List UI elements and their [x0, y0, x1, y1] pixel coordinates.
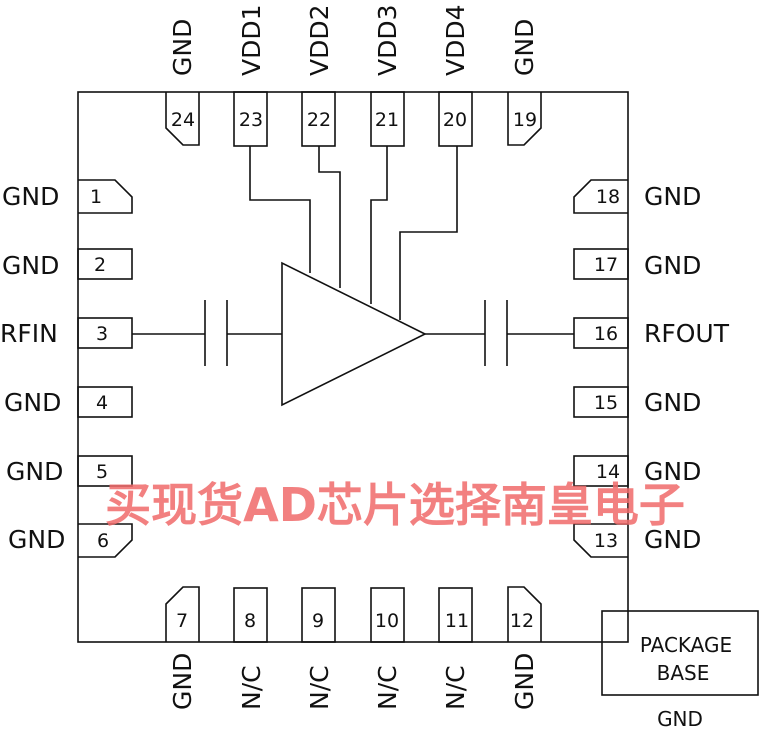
- pin-label-19: GND: [510, 19, 539, 76]
- pin-pad-24: [165, 92, 200, 146]
- pin-label-1: GND: [2, 182, 59, 211]
- pin-label-21: VDD3: [373, 4, 402, 76]
- pin-label-23: VDD1: [237, 4, 266, 76]
- watermark-text: 买现货AD芯片选择南皇电子: [105, 478, 685, 532]
- amplifier-schematic: [132, 146, 574, 407]
- package-base-label: GND: [657, 707, 703, 730]
- pin-number-18: 18: [596, 186, 620, 208]
- pin-pad-1: [78, 179, 133, 214]
- pin-pad-6: [78, 523, 133, 558]
- pin-number-22: 22: [307, 109, 331, 131]
- pin-label-20: VDD4: [441, 4, 470, 76]
- pin-label-18: GND: [644, 182, 701, 211]
- pin-label-5: GND: [6, 457, 63, 486]
- pin-number-12: 12: [510, 610, 534, 632]
- pin-pad-17: [573, 248, 629, 280]
- pin-pad-18: [573, 179, 628, 214]
- package-base-box: [601, 610, 759, 696]
- vdd4-trace: [399, 146, 458, 320]
- pin-number-21: 21: [375, 109, 399, 131]
- package-base-line1: PACKAGE: [640, 633, 732, 657]
- pin-number-17: 17: [594, 254, 618, 276]
- pin-pad-16: [573, 317, 629, 349]
- pin-label-9: N/C: [305, 665, 334, 710]
- pin-number-2: 2: [94, 254, 106, 276]
- pin-number-23: 23: [239, 109, 263, 131]
- pin-pad-12: [507, 586, 542, 642]
- pin-label-7: GND: [168, 653, 197, 710]
- pin-label-8: N/C: [237, 665, 266, 710]
- pin-label-22: VDD2: [305, 4, 334, 76]
- pin-pad-7: [165, 586, 200, 642]
- pin-label-4: GND: [4, 388, 61, 417]
- pin-pad-2: [77, 248, 133, 280]
- vdd1-trace: [249, 146, 311, 273]
- pin-label-24: GND: [168, 19, 197, 76]
- pin-label-3: RFIN: [0, 319, 58, 348]
- pin-label-2: GND: [2, 251, 59, 280]
- vdd3-trace: [370, 146, 388, 304]
- pin-pad-11: [438, 587, 473, 643]
- pin-number-15: 15: [594, 392, 618, 414]
- pin-pad-20: [438, 91, 473, 147]
- pin-number-13: 13: [594, 530, 618, 552]
- pin-label-17: GND: [644, 251, 701, 280]
- pin-label-13: GND: [644, 525, 701, 554]
- pin-number-5: 5: [96, 461, 108, 483]
- pin-number-8: 8: [244, 610, 256, 632]
- pin-label-10: N/C: [373, 665, 402, 710]
- pin-label-14: GND: [644, 457, 701, 486]
- pin-pad-14: [573, 455, 629, 487]
- pin-label-11: N/C: [441, 665, 470, 710]
- pin-pad-13: [573, 523, 628, 558]
- pin-pad-10: [370, 587, 405, 643]
- package-base-line2: BASE: [657, 661, 710, 685]
- package-outline: [77, 91, 629, 643]
- pin-number-19: 19: [513, 109, 537, 131]
- pin-number-16: 16: [594, 323, 618, 345]
- pin-label-12: GND: [510, 653, 539, 710]
- pin-pad-19: [507, 92, 542, 146]
- pin-number-20: 20: [443, 109, 467, 131]
- pin-number-10: 10: [375, 610, 399, 632]
- pin-pad-9: [301, 587, 336, 643]
- pin-number-3: 3: [96, 323, 108, 345]
- amplifier-triangle: [281, 261, 427, 407]
- pin-number-4: 4: [96, 392, 108, 414]
- vdd2-trace: [318, 146, 341, 288]
- pin-label-6: GND: [8, 525, 65, 554]
- pin-pad-5: [77, 455, 133, 487]
- pin-number-9: 9: [312, 610, 324, 632]
- pin-pad-3: [77, 317, 133, 349]
- pin-pad-4: [77, 386, 133, 418]
- pin-number-1: 1: [90, 186, 102, 208]
- pin-number-6: 6: [97, 530, 109, 552]
- pin-pad-8: [233, 587, 268, 643]
- pin-label-16: RFOUT: [644, 319, 730, 348]
- pin-pad-15: [573, 386, 629, 418]
- pin-number-11: 11: [445, 610, 469, 632]
- pin-number-7: 7: [176, 610, 188, 632]
- pin-label-15: GND: [644, 388, 701, 417]
- pin-number-24: 24: [171, 109, 195, 131]
- pin-number-14: 14: [596, 461, 620, 483]
